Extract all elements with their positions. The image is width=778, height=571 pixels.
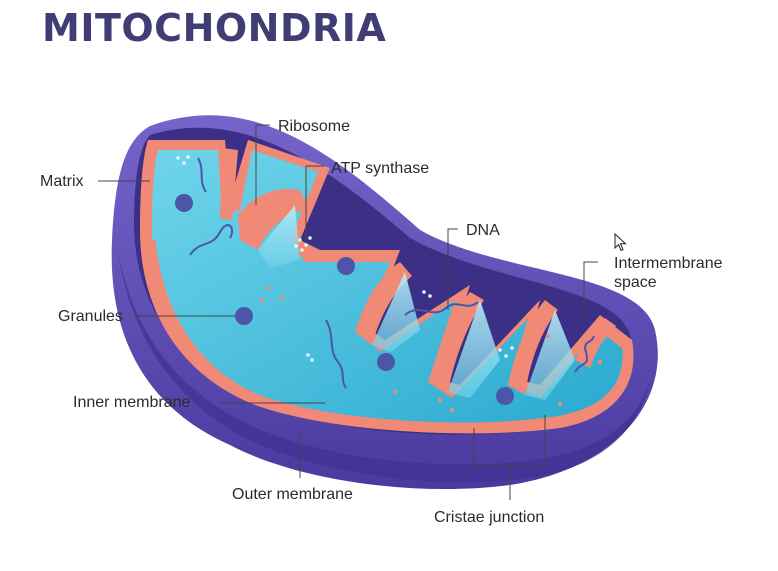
label-inner-membrane: Inner membrane <box>73 394 191 411</box>
dna-strand <box>325 319 347 389</box>
label-outer-membrane: Outer membrane <box>232 486 353 503</box>
crista-5 <box>508 300 558 395</box>
label-granules: Granules <box>58 308 123 325</box>
label-matrix: Matrix <box>40 173 84 190</box>
label-cristae-junction: Cristae junction <box>434 509 545 526</box>
label-ribosome: Ribosome <box>278 118 351 135</box>
label-dna: DNA <box>466 222 500 239</box>
crista-2-wall <box>258 205 300 268</box>
leader-lines <box>98 124 598 500</box>
label-atp-synthase: ATP synthase <box>331 160 430 177</box>
granule <box>337 257 355 275</box>
label-intermembrane-space-line2: space <box>614 274 657 291</box>
granule <box>377 353 395 371</box>
crista-4-wall <box>448 300 500 398</box>
crista-5-wall <box>525 310 575 400</box>
crista-3-wall <box>372 272 420 352</box>
label-intermembrane-space-line1: Intermembrane <box>614 255 723 272</box>
crista-1 <box>220 148 238 220</box>
dna-strand <box>189 224 234 256</box>
inner-membrane-bottom-edge <box>148 239 630 430</box>
crista-4 <box>430 292 484 392</box>
granule <box>235 307 253 325</box>
granule <box>175 194 193 212</box>
page-title: MITOCHONDRIA <box>42 6 387 50</box>
atp-synthase-dots <box>176 155 514 362</box>
ribosome-dots <box>248 203 602 412</box>
dna-strand <box>404 301 479 316</box>
crista-3 <box>355 262 412 345</box>
dna-strand <box>574 335 595 373</box>
crista-6 <box>575 318 616 368</box>
granule <box>496 387 514 405</box>
mouse-pointer-icon <box>614 233 627 252</box>
dna-strand <box>197 157 207 193</box>
